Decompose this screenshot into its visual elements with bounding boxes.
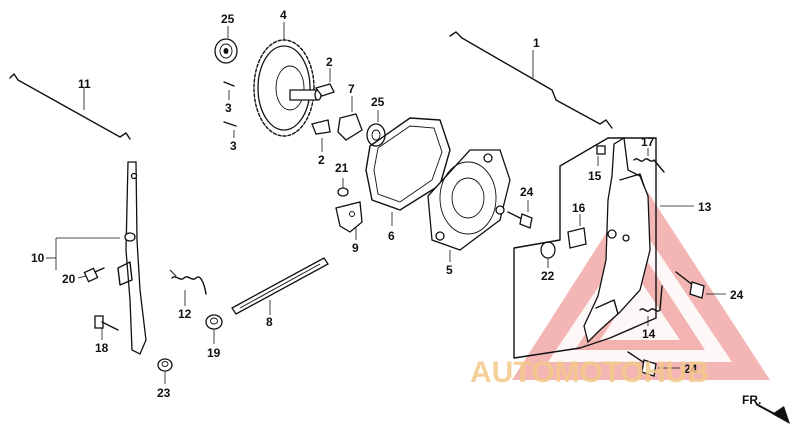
callout-9: 9 <box>352 241 359 255</box>
part-2-clips <box>311 68 335 152</box>
part-18-screw <box>94 315 119 340</box>
callout-24c: 24 <box>684 362 698 376</box>
callout-1: 1 <box>533 36 540 50</box>
callout-20: 20 <box>62 272 76 286</box>
callout-24a: 24 <box>520 185 534 199</box>
callout-3a: 3 <box>225 101 232 115</box>
part-1-wire <box>449 31 613 129</box>
part-24-bolt-c <box>627 351 680 377</box>
callout-18: 18 <box>95 341 109 355</box>
callout-6: 6 <box>388 229 395 243</box>
part-4-gear <box>253 22 322 137</box>
callout-2a: 2 <box>326 55 333 69</box>
callout-11: 11 <box>78 77 91 91</box>
part-7-cam <box>337 96 363 141</box>
part-8-shaft <box>231 257 329 315</box>
part-9-bracket <box>335 201 363 240</box>
part-12-spring <box>169 269 207 306</box>
part-14-spring <box>639 285 663 326</box>
part-3-pins <box>223 81 237 138</box>
callout-7: 7 <box>348 82 355 96</box>
callout-8: 8 <box>266 315 273 329</box>
callout-19: 19 <box>207 346 221 360</box>
front-direction-arrow <box>755 403 790 424</box>
part-25-bearing-mid <box>366 110 386 147</box>
callout-4: 4 <box>280 8 287 22</box>
callout-23: 23 <box>157 386 171 400</box>
callout-15: 15 <box>588 169 602 183</box>
callout-12: 12 <box>178 307 192 321</box>
direction-label: FR. <box>742 393 761 407</box>
callout-labels: 1 2 2 3 3 4 5 6 7 8 9 10 11 12 13 14 15 … <box>31 8 761 407</box>
callout-14: 14 <box>642 327 656 341</box>
part-21-bolt <box>337 178 349 197</box>
part-20-screw <box>77 267 105 283</box>
callout-17: 17 <box>641 135 655 149</box>
part-5-cover <box>427 149 511 262</box>
part-10-lever <box>46 161 147 355</box>
callout-10: 10 <box>31 251 45 265</box>
part-19-grommet <box>205 314 223 344</box>
part-17-spring <box>633 148 665 173</box>
part-25-bearing-top <box>214 26 238 64</box>
callout-13: 13 <box>698 200 712 214</box>
callout-24b: 24 <box>730 288 744 302</box>
part-15-screw <box>596 145 606 166</box>
callout-3b: 3 <box>230 139 237 153</box>
part-23-nut <box>157 358 173 384</box>
callout-25a: 25 <box>221 12 235 26</box>
watermark-text: AUTOMOTOHUB <box>470 356 709 389</box>
part-13-control-plate <box>513 136 694 359</box>
part-24-bolt-a <box>507 200 533 229</box>
callout-21: 21 <box>335 161 349 175</box>
callout-2b: 2 <box>318 153 325 167</box>
part-22-grommet <box>540 241 556 268</box>
part-11-rod <box>9 73 131 140</box>
part-16-clip <box>567 214 587 249</box>
callout-22: 22 <box>541 269 555 283</box>
callout-25b: 25 <box>371 95 385 109</box>
part-24-bolt-b <box>675 271 726 299</box>
callout-5: 5 <box>446 263 453 277</box>
callout-16: 16 <box>572 201 586 215</box>
